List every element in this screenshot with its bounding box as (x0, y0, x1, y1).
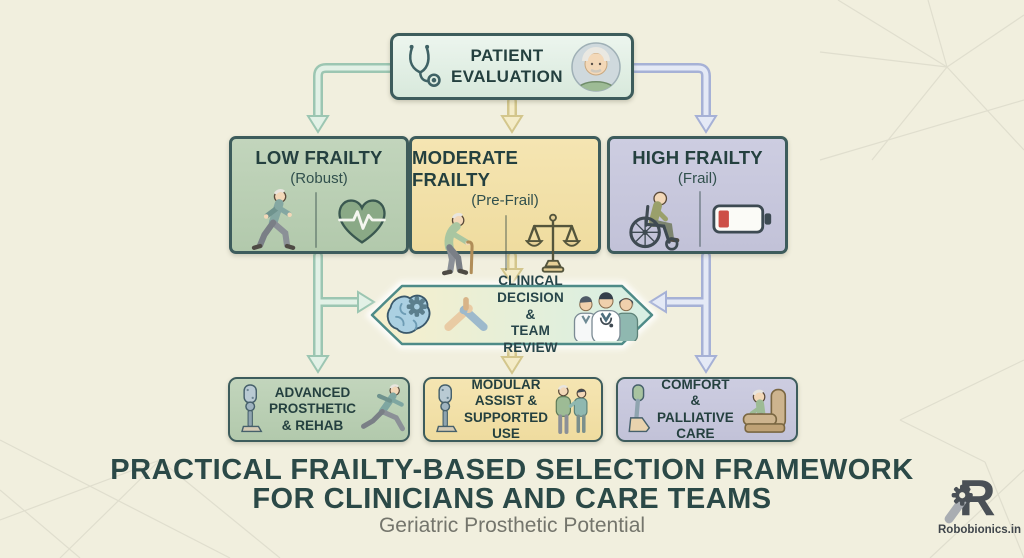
senior-with-cane-icon (430, 209, 488, 277)
handshake-icon (442, 295, 490, 335)
prosthetic-foot-icon (625, 383, 655, 437)
footer-title-line2: FOR CLINICIANS AND CARE TEAMS (252, 483, 772, 515)
comfort-palliative-box: COMFORT & PALLIATIVE CARE (616, 377, 798, 442)
advanced-prosthetic-rehab-box: ADVANCED PROSTHETIC & REHAB (228, 377, 410, 442)
high-frailty-subtitle: (Frail) (677, 170, 718, 187)
elderly-patient-avatar (570, 41, 622, 93)
modular-assist-label: MODULAR ASSIST & SUPPORTED USE (464, 377, 549, 441)
comfort-palliative-label: COMFORT & PALLIATIVE CARE (657, 377, 734, 441)
robobionics-logo: R Robobionics.in (938, 468, 1022, 536)
prosthetic-leg-icon (432, 383, 462, 437)
patient-evaluation-label: PATIENT EVALUATION (451, 46, 563, 86)
low-frailty-subtitle: (Robust) (290, 170, 348, 187)
divider (315, 192, 317, 248)
decision-label: CLINICAL DECISION & TEAM REVIEW (497, 272, 564, 356)
patient-evaluation-box: PATIENT EVALUATION (390, 33, 634, 100)
running-senior-icon (358, 382, 408, 438)
moderate-frailty-subtitle: (Pre-Frail) (471, 192, 539, 209)
low-frailty-box: LOW FRAILTY (Robust) (229, 136, 409, 254)
divider (698, 191, 701, 247)
balance-scale-icon (524, 212, 581, 274)
modular-assist-box: MODULAR ASSIST & SUPPORTED USE (423, 377, 603, 442)
heartbeat-icon (331, 192, 393, 248)
advanced-prosthetic-rehab-label: ADVANCED PROSTHETIC & REHAB (269, 385, 357, 433)
walking-senior-icon (246, 187, 302, 253)
robobionics-brand-text: Robobionics.in (938, 524, 1022, 536)
assisted-pair-icon (550, 383, 594, 437)
divider (505, 215, 507, 271)
high-frailty-box: HIGH FRAILTY (Frail) (607, 136, 788, 254)
care-team-icon (571, 289, 641, 341)
footer-subtitle: Geriatric Prosthetic Potential (378, 514, 646, 537)
moderate-frailty-title: MODERATE FRAILTY (412, 147, 519, 190)
moderate-frailty-box: MODERATE FRAILTY (Pre-Frail) (409, 136, 601, 276)
wheelchair-user-icon (621, 187, 687, 251)
footer-title-line1: PRACTICAL FRAILTY-BASED SELECTION FRAMEW… (110, 454, 914, 486)
brain-gear-icon (383, 291, 435, 339)
low-battery-icon (712, 201, 774, 237)
robobionics-logo-mark: R (938, 468, 1018, 526)
seated-senior-icon (736, 383, 792, 437)
prosthetic-leg-icon (237, 383, 267, 437)
low-frailty-title: LOW FRAILTY (255, 147, 383, 168)
clinical-decision-hub: CLINICAL DECISION & TEAM REVIEW (383, 273, 641, 355)
stethoscope-icon (402, 43, 444, 90)
high-frailty-title: HIGH FRAILTY (632, 147, 763, 168)
